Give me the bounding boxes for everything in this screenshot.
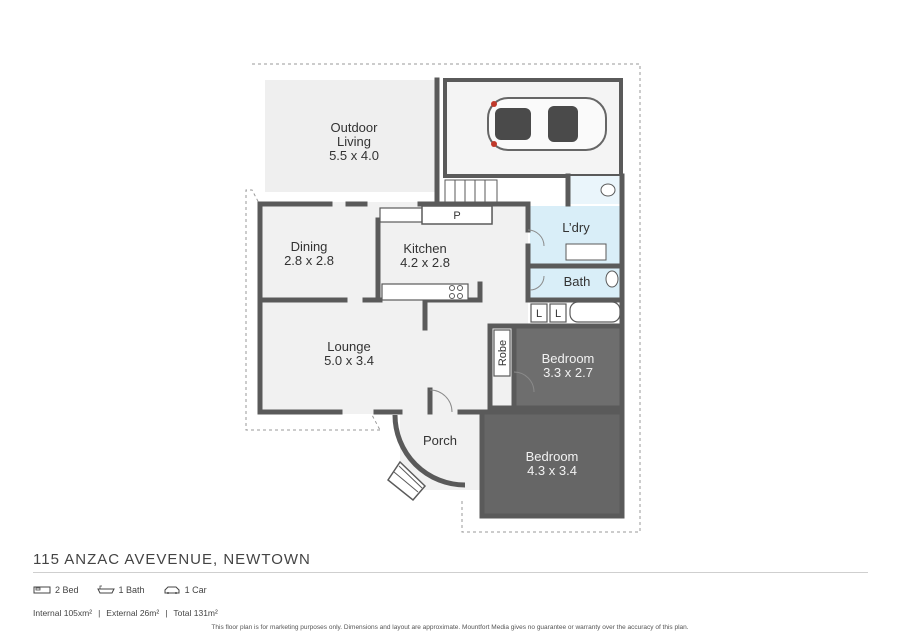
cars-count: 1 Car [184,585,207,595]
linen-label-1: L [536,308,542,320]
car-small-icon [164,586,180,594]
porch-step-line [393,465,423,493]
divider [33,572,868,573]
robe-label: Robe [497,340,509,366]
bedroom1-dims: 3.3 x 2.7 [543,365,593,380]
linen-cupboard-1 [530,303,548,323]
bedroom1-floor [514,326,622,408]
baths-feature: 1 Bath [96,585,145,595]
floor-plan: Outdoor Living 5.5 x 4.0 Dining 2.8 x 2.… [245,63,641,533]
bath-label: Bath [564,274,591,289]
cars-feature: 1 Car [163,585,207,595]
total-area: Total 131m² [173,608,218,618]
stairs [444,179,498,203]
property-address: 115 ANZAC AVEVENUE, NEWTOWN [33,551,311,568]
outdoor-living-label: Outdoor [331,120,379,135]
linen-cupboard-2 [549,303,567,323]
laundry-tub [565,243,607,261]
beds-feature: 2 Bed [33,585,79,595]
robe-box [493,329,511,377]
beds-count: 2 Bed [55,585,79,595]
laundry-label: L’dry [562,220,590,235]
car-icon [487,97,607,151]
separator: | [165,608,168,618]
dining-dims: 2.8 x 2.8 [284,253,334,268]
porch-label: Porch [423,433,457,448]
lounge-label: Lounge [327,339,370,354]
house-floor [260,202,528,414]
bedroom2-dims: 4.3 x 3.4 [527,463,577,478]
property-features: 2 Bed 1 Bath 1 Car [33,585,207,595]
outdoor-living-label-2: Living [337,134,371,149]
internal-area: Internal 105xm² [33,608,93,618]
basin-icon [605,270,619,288]
bedroom2-label: Bedroom [526,449,579,464]
door-swings [429,229,545,413]
porch-arc-wall [392,414,466,488]
bath-icon [96,585,115,594]
linen-label-2: L [555,308,561,320]
cooktop-icon [449,285,463,299]
bathtub [569,301,621,323]
lounge-dims: 5.0 x 3.4 [324,353,374,368]
baths-count: 1 Bath [118,585,145,595]
bedroom2-floor [482,412,622,516]
bed-icon [33,586,51,594]
area-summary: Internal 105xm² | External 26m² | Total 131m… [33,608,218,618]
bedroom1-label: Bedroom [542,351,595,366]
dining-label: Dining [291,239,328,254]
outdoor-living-floor [265,80,437,192]
disclaimer: This floor plan is for marketing purpose… [211,624,689,631]
kitchen-island [381,283,469,301]
toilet-icon [600,183,616,197]
pantry-box [421,205,493,225]
outdoor-living-dims: 5.5 x 4.0 [329,148,379,163]
pantry-label: P [453,210,460,222]
separator: | [98,608,101,618]
external-area: External 26m² [106,608,160,618]
kitchen-dims: 4.2 x 2.8 [400,255,450,270]
kitchen-label: Kitchen [403,241,446,256]
